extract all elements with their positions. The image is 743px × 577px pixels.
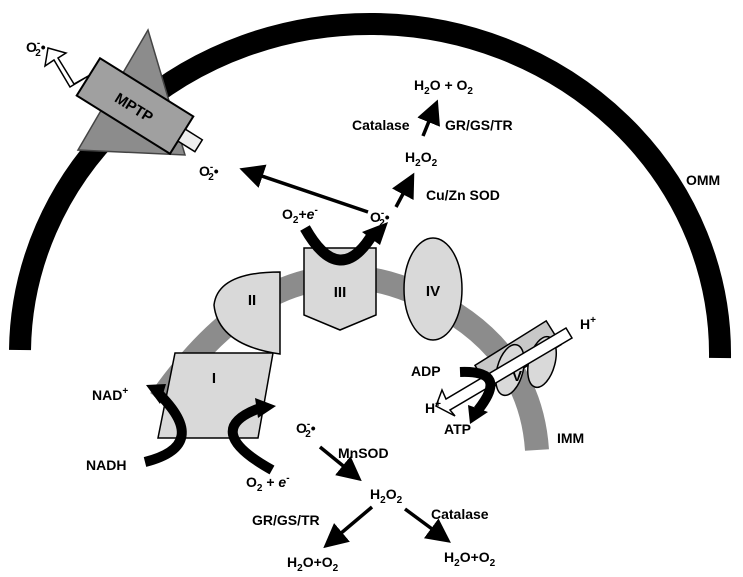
water-oxygen-top-label: H2O + O2 [414,77,473,97]
mnsod-label: MnSOD [338,445,389,461]
nadh-label: NADH [86,457,126,473]
svg-text:V: V [512,368,522,385]
o2-plus-electron-top-label: O2+e- [282,205,318,226]
svg-text:I: I [212,370,216,387]
superoxide-intermembrane-label: O-2• [199,162,219,183]
svg-text:III: III [334,284,347,301]
complex-1: I [157,352,274,439]
complex-3-curved-arrow [300,225,379,266]
superoxide-to-mptp-arrow [239,164,369,214]
gr-gs-tr-bottom-label: GR/GS/TR [252,512,320,528]
complex-1-superoxide-arrow [227,403,275,475]
h-plus-intermembrane-label: H+ [580,315,596,332]
h2o2-bottom-label: H2O2 [370,486,403,506]
o2-plus-electron-bottom-label: O2 + e- [246,473,290,494]
svg-text:IV: IV [426,283,440,300]
omm-label: OMM [686,172,720,188]
atp-synthesis-arrow [459,366,496,414]
proton-channel-arrow [435,326,574,417]
catalase-bottom-label: Catalase [431,506,489,522]
complex-2: II [213,271,281,355]
complex-5: V [435,319,574,417]
h2o2-to-water-left-arrow [323,505,374,549]
superoxide-mptp-label: O-2• [26,38,46,59]
superoxide-matrix-label: O-2• [296,419,316,440]
superoxide-to-mnsod-arrow [318,445,362,482]
catalase-top-label: Catalase [352,117,410,133]
h-plus-matrix-label: H+ [425,399,441,416]
nad-label: NAD+ [92,386,128,403]
water-oxygen-bottom-right-label: H2O+O2 [444,549,496,569]
superoxide-complex3-label: O-2• [370,208,390,229]
mptp-pore: MPTP [43,28,204,156]
outer-membrane [9,12,732,359]
mptp-outflow-arrow [43,47,91,89]
svg-text:II: II [248,292,256,309]
water-oxygen-bottom-left-label: H2O+O2 [287,554,339,574]
imm-label: IMM [557,430,584,446]
h2o2-top-label: H2O2 [405,149,438,169]
h2o2-to-water-right-arrow [403,507,451,543]
nad-curved-arrow [143,388,187,467]
adp-label: ADP [411,363,441,379]
h2o2-to-water-top-arrow [417,99,440,137]
atp-label: ATP [444,421,471,437]
complex-4: IV [403,237,463,341]
gr-gs-tr-top-label: GR/GS/TR [445,117,513,133]
superoxide-to-h2o2-arrow [391,172,415,208]
cu-zn-sod-label: Cu/Zn SOD [426,187,500,203]
